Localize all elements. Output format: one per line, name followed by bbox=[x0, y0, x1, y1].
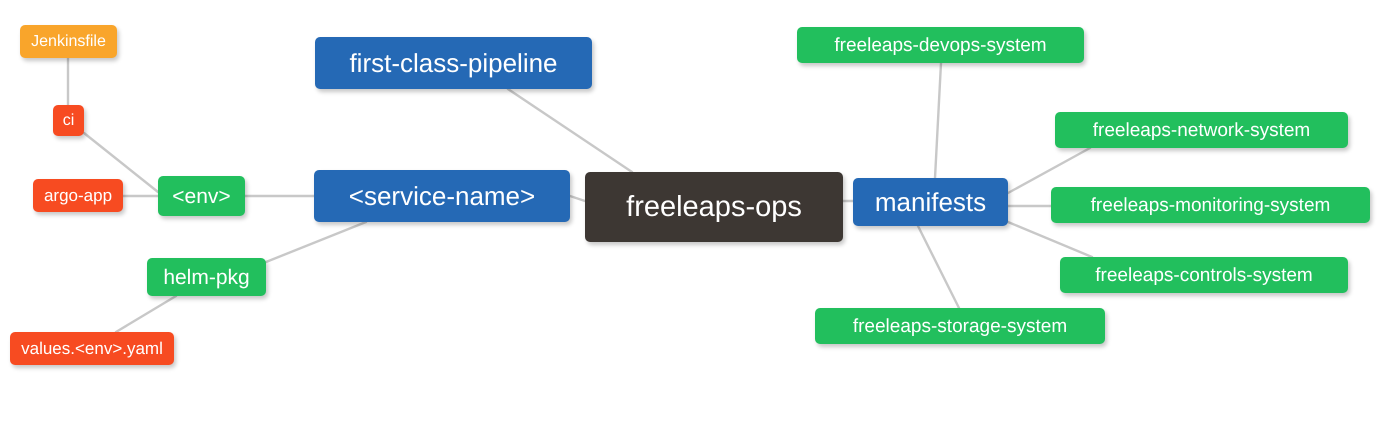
node-helm-pkg[interactable]: helm-pkg bbox=[147, 258, 266, 296]
node-first-class-pipeline[interactable]: first-class-pipeline bbox=[315, 37, 592, 89]
node-freeleaps-controls-system[interactable]: freeleaps-controls-system bbox=[1060, 257, 1348, 293]
node-env[interactable]: <env> bbox=[158, 176, 245, 216]
edge-first-class-pipeline-to-freeleaps-ops bbox=[506, 87, 634, 174]
node-freeleaps-ops[interactable]: freeleaps-ops bbox=[585, 172, 843, 242]
edge-manifests-to-freeleaps-controls-system bbox=[1006, 220, 1094, 259]
node-ci[interactable]: ci bbox=[53, 105, 84, 136]
node-values-env-yaml[interactable]: values.<env>.yaml bbox=[10, 332, 174, 365]
edge-manifests-to-freeleaps-storage-system bbox=[916, 224, 961, 310]
node-freeleaps-storage-system[interactable]: freeleaps-storage-system bbox=[815, 308, 1105, 344]
edge-service-name-to-freeleaps-ops bbox=[568, 194, 587, 203]
edge-helm-pkg-to-values-env-yaml bbox=[114, 294, 178, 334]
edge-service-name-to-helm-pkg bbox=[264, 220, 368, 264]
node-freeleaps-network-system[interactable]: freeleaps-network-system bbox=[1055, 112, 1348, 148]
node-freeleaps-monitoring-system[interactable]: freeleaps-monitoring-system bbox=[1051, 187, 1370, 223]
node-service-name[interactable]: <service-name> bbox=[314, 170, 570, 222]
node-freeleaps-devops-system[interactable]: freeleaps-devops-system bbox=[797, 27, 1084, 63]
node-manifests[interactable]: manifests bbox=[853, 178, 1008, 226]
node-argo-app[interactable]: argo-app bbox=[33, 179, 123, 212]
node-Jenkinsfile[interactable]: Jenkinsfile bbox=[20, 25, 117, 58]
edge-manifests-to-freeleaps-devops-system bbox=[933, 61, 943, 180]
